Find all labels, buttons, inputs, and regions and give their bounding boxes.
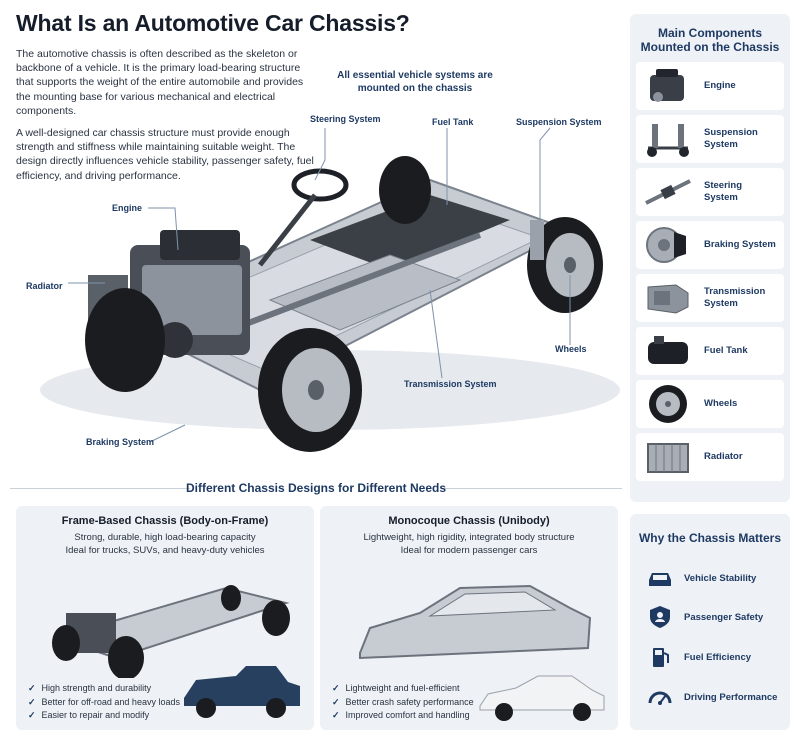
frame-bullet: ✓Easier to repair and modify bbox=[28, 709, 180, 723]
component-label: Wheels bbox=[704, 398, 738, 409]
mono-bullets: ✓Lightweight and fuel-efficient ✓Better … bbox=[332, 682, 474, 723]
hero-callout: All essential vehicle systems are mounte… bbox=[337, 70, 493, 94]
component-braking: Braking System bbox=[636, 221, 784, 269]
component-fuel-tank: Fuel Tank bbox=[636, 327, 784, 375]
why-item-performance: Driving Performance bbox=[646, 685, 777, 709]
radiator-icon bbox=[647, 443, 689, 473]
mono-card-sub-2: Ideal for modern passenger cars bbox=[400, 545, 538, 556]
frame-chassis-image bbox=[52, 585, 290, 678]
label-wheels: Wheels bbox=[555, 344, 587, 354]
check-icon: ✓ bbox=[28, 683, 36, 693]
component-wheels: Wheels bbox=[636, 380, 784, 428]
label-steering: Steering System bbox=[310, 114, 381, 124]
check-icon: ✓ bbox=[332, 710, 340, 720]
shield-person-icon bbox=[650, 606, 670, 628]
label-braking: Braking System bbox=[86, 437, 155, 447]
why-item-stability: Vehicle Stability bbox=[646, 566, 756, 590]
component-transmission: Transmission System bbox=[636, 274, 784, 322]
wheel-icon bbox=[649, 385, 687, 423]
steering-rack-icon bbox=[645, 179, 691, 205]
mono-card-subtitle: Lightweight, high rigidity, integrated b… bbox=[320, 531, 618, 557]
label-engine: Engine bbox=[112, 203, 143, 213]
check-icon: ✓ bbox=[332, 696, 340, 707]
wheel-rear-right bbox=[379, 156, 431, 224]
components-title: Main Components Mounted on the Chassis bbox=[640, 26, 780, 54]
why-panel: Why the Chassis Matters Vehicle Stabilit… bbox=[630, 514, 790, 730]
brake-disc-icon bbox=[646, 227, 686, 263]
why-item-fuel: Fuel Efficiency bbox=[646, 645, 751, 669]
unibody-shell-image bbox=[359, 584, 592, 660]
intro-text: The automotive chassis is often describe… bbox=[16, 47, 316, 191]
frame-chassis-card: Frame-Based Chassis (Body-on-Frame) Stro… bbox=[16, 506, 314, 730]
wheel-front-left bbox=[258, 328, 362, 452]
component-steering: Steering System bbox=[636, 168, 784, 216]
wheel-front-right bbox=[85, 288, 165, 392]
component-label: Steering System bbox=[704, 180, 743, 203]
label-radiator: Radiator bbox=[26, 281, 63, 291]
pickup-truck-image bbox=[184, 666, 300, 718]
mono-bullet: ✓Lightweight and fuel-efficient bbox=[332, 682, 474, 696]
check-icon: ✓ bbox=[332, 683, 340, 693]
designs-heading: Different Chassis Designs for Different … bbox=[10, 478, 622, 498]
component-label: Braking System bbox=[704, 239, 776, 250]
intro-paragraph-2: A well-designed car chassis structure mu… bbox=[16, 127, 314, 182]
frame-bullets: ✓High strength and durability ✓Better fo… bbox=[28, 682, 180, 723]
frame-card-sub-2: Ideal for trucks, SUVs, and heavy-duty v… bbox=[65, 545, 265, 556]
component-label: Suspension System bbox=[704, 127, 758, 150]
monocoque-chassis-card: Monocoque Chassis (Unibody) Lightweight,… bbox=[320, 506, 618, 730]
component-radiator: Radiator bbox=[636, 433, 784, 481]
page-title: What Is an Automotive Car Chassis? bbox=[16, 10, 410, 36]
designs-heading-text: Different Chassis Designs for Different … bbox=[185, 481, 447, 495]
mono-bullet: ✓Better crash safety performance bbox=[332, 696, 474, 710]
frame-card-subtitle: Strong, durable, high load-bearing capac… bbox=[16, 531, 314, 557]
frame-card-sub-1: Strong, durable, high load-bearing capac… bbox=[74, 532, 256, 543]
label-transmission: Transmission System bbox=[404, 379, 497, 389]
gearbox-icon bbox=[647, 284, 689, 314]
frame-bullet: ✓High strength and durability bbox=[28, 682, 180, 696]
mono-card-title: Monocoque Chassis (Unibody) bbox=[388, 515, 550, 527]
engine-icon bbox=[650, 69, 684, 102]
check-icon: ✓ bbox=[28, 696, 36, 707]
mono-bullet: ✓Improved comfort and handling bbox=[332, 709, 474, 723]
suspension-icon bbox=[647, 124, 689, 157]
chassis-illustration bbox=[40, 127, 620, 452]
frame-bullet: ✓Better for off-road and heavy loads bbox=[28, 696, 180, 710]
divider-right bbox=[442, 488, 622, 489]
component-label: Transmission System bbox=[704, 286, 766, 309]
component-suspension: Suspension System bbox=[636, 115, 784, 163]
components-panel: Main Components Mounted on the Chassis E… bbox=[630, 14, 790, 502]
frame-card-title: Frame-Based Chassis (Body-on-Frame) bbox=[61, 515, 269, 527]
why-title: Why the Chassis Matters bbox=[638, 531, 782, 545]
why-item-safety: Passenger Safety bbox=[646, 605, 763, 629]
component-engine: Engine bbox=[636, 62, 784, 110]
divider-left bbox=[10, 488, 190, 489]
intro-paragraph-1: The automotive chassis is often describe… bbox=[16, 48, 304, 117]
car-icon bbox=[649, 573, 671, 586]
label-suspension: Suspension System bbox=[516, 117, 602, 127]
sedan-car-image bbox=[479, 675, 605, 721]
mono-card-sub-1: Lightweight, high rigidity, integrated b… bbox=[363, 532, 575, 543]
fuel-pump-icon bbox=[653, 648, 669, 667]
label-fuel-tank: Fuel Tank bbox=[432, 117, 474, 127]
fuel-tank-icon bbox=[648, 336, 688, 364]
check-icon: ✓ bbox=[28, 710, 36, 720]
wheel-rear-left bbox=[527, 217, 603, 313]
component-label: Fuel Tank bbox=[704, 345, 748, 356]
component-label: Engine bbox=[704, 80, 736, 91]
component-label: Radiator bbox=[704, 451, 743, 462]
speedometer-icon bbox=[648, 691, 672, 705]
